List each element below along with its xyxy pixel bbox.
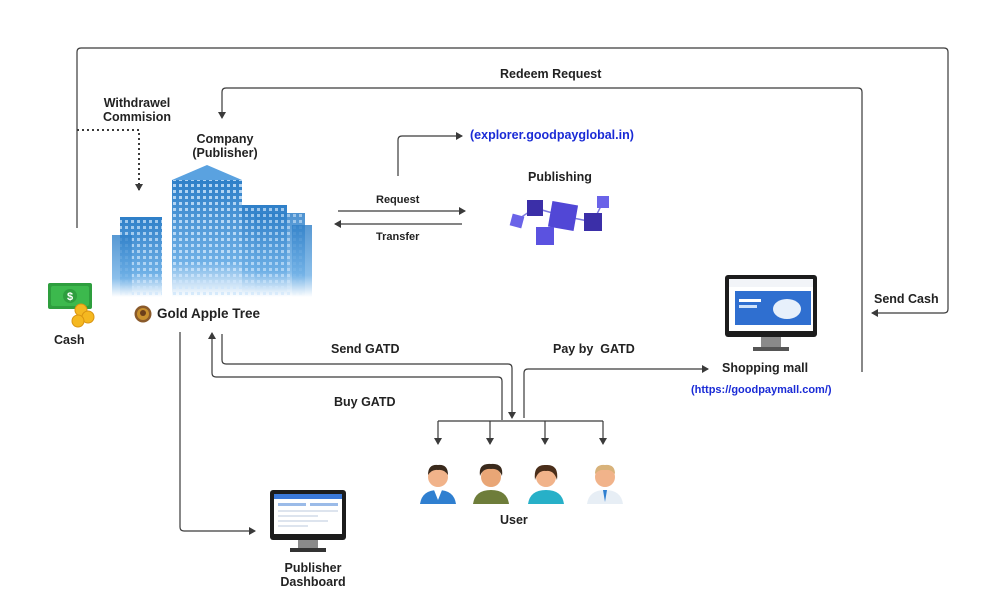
user-icon <box>420 464 456 504</box>
user-icon <box>473 463 509 504</box>
buy-gatd-line <box>208 332 503 420</box>
company-label: Company (Publisher) <box>183 132 267 160</box>
publisher-dashboard-line2: Dashboard <box>280 575 346 589</box>
transfer-label: Transfer <box>376 231 420 243</box>
pay-gatd-line <box>523 365 709 418</box>
brand-label: Gold Apple Tree <box>157 306 261 321</box>
cash-icon: $ <box>48 283 95 328</box>
monitor-icon <box>270 490 346 552</box>
user-label: User <box>500 513 528 527</box>
cash-label: Cash <box>54 333 85 347</box>
explorer-link[interactable]: (explorer.goodpayglobal.in) <box>470 128 634 142</box>
mall-link[interactable]: (https://goodpaymall.com/) <box>691 384 832 396</box>
send-gatd-label: Send GATD <box>331 342 400 356</box>
pay-by-gatd-label: Pay by GATD <box>553 342 635 356</box>
request-label: Request <box>376 194 420 206</box>
monitor-icon <box>725 275 817 351</box>
blockchain-icon <box>509 196 609 245</box>
building-icon <box>112 165 312 297</box>
withdrawal-commission-label: Withdrawel Commision <box>97 96 177 124</box>
user-icon <box>587 464 623 504</box>
buy-gatd-label: Buy GATD <box>334 395 396 409</box>
publisher-dashboard-line1: Publisher <box>284 561 342 575</box>
publishing-label: Publishing <box>528 170 592 184</box>
redeem-request-label: Redeem Request <box>500 67 602 81</box>
send-cash-label: Send Cash <box>874 292 939 306</box>
send-gatd-line <box>221 334 516 419</box>
shopping-mall-label: Shopping mall <box>722 361 809 375</box>
svg-text:$: $ <box>67 291 73 303</box>
dashboard-line <box>179 332 256 535</box>
publisher-dashboard-label: Publisher Dashboard <box>268 561 358 589</box>
withdrawal-commission-line2: Commision <box>102 110 172 124</box>
user-icon <box>528 464 564 504</box>
cash-loop-line <box>76 47 949 317</box>
withdrawal-commission-line1: Withdrawel <box>103 96 171 110</box>
redeem-request-line <box>218 87 863 372</box>
explorer-arrow <box>397 132 463 176</box>
company-label-line2: (Publisher) <box>192 146 258 160</box>
company-label-line1: Company <box>196 132 254 146</box>
withdrawal-commission-line <box>77 129 143 191</box>
gold-apple-tree-logo <box>134 305 152 323</box>
